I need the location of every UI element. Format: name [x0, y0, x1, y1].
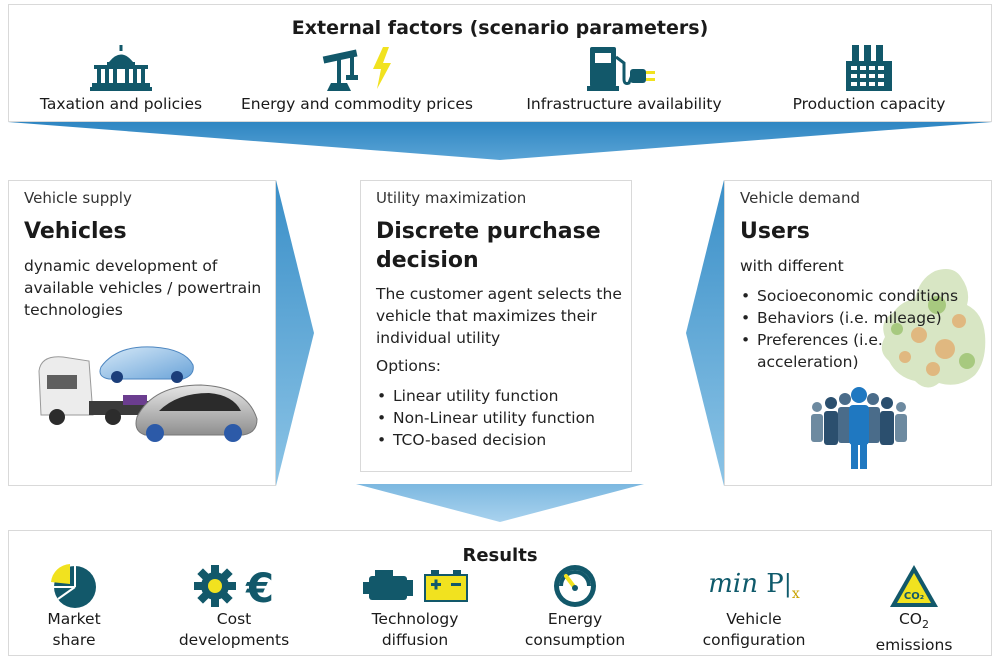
utility-category: Utility maximization	[376, 189, 527, 207]
result-label-line1: Market	[47, 610, 101, 628]
list-item: TCO-based decision	[371, 429, 626, 451]
results-title: Results	[462, 545, 538, 566]
fuel-pump-plug-icon	[519, 43, 729, 91]
result-label: Vehicle configuration	[689, 609, 819, 651]
demand-arrow	[686, 180, 724, 486]
result-label-line2: configuration	[702, 631, 806, 649]
gear-euro-icon: €	[169, 563, 299, 609]
result-label: Market share	[29, 609, 119, 651]
result-label: Technology diffusion	[345, 609, 485, 651]
result-energy-consumption: Energy consumption	[515, 563, 635, 651]
formula-sub: x	[791, 586, 800, 603]
list-item: Linear utility function	[371, 385, 626, 407]
result-co2-emissions: CO₂ CO2 emissions	[859, 563, 969, 656]
gauge-icon	[515, 563, 635, 609]
result-label-line2: share	[52, 631, 96, 649]
result-label-line2: diffusion	[381, 631, 449, 649]
demand-items-list: Socioeconomic conditions Behaviors (i.e.…	[735, 285, 980, 373]
result-cost-developments: € Cost developments	[169, 563, 299, 651]
result-technology-diffusion: Technology diffusion	[345, 563, 485, 651]
factor-label: Energy and commodity prices	[241, 95, 473, 113]
users-group-icon	[811, 387, 907, 469]
result-label-line1: Vehicle	[726, 610, 782, 628]
result-label-line1: Energy	[547, 610, 603, 628]
vehicles-illustration	[38, 346, 258, 442]
supply-category: Vehicle supply	[24, 189, 132, 207]
vehicle-demand-panel: Vehicle demand Users with different Soci…	[724, 180, 992, 486]
supply-title: Vehicles	[24, 219, 127, 244]
result-label: Energy consumption	[515, 609, 635, 651]
pie-chart-icon	[29, 563, 119, 609]
formula-p: P	[766, 569, 784, 600]
demand-intro: with different	[740, 257, 844, 275]
utility-maximization-panel: Utility maximization Discrete purchase d…	[360, 180, 632, 472]
engine-battery-icon	[345, 563, 485, 609]
factor-production: Production capacity	[779, 43, 959, 113]
factor-label: Infrastructure availability	[526, 95, 722, 113]
utility-options-label: Options:	[376, 357, 442, 375]
supply-arrow	[276, 180, 314, 486]
demand-category: Vehicle demand	[740, 189, 860, 207]
co2-subscript: 2	[922, 618, 930, 632]
co2-warning-icon: CO₂	[859, 563, 969, 609]
svg-text:€: €	[245, 566, 274, 608]
factor-taxation: Taxation and policies	[31, 43, 211, 113]
external-factors-title: External factors (scenario parameters)	[291, 17, 709, 39]
factor-infrastructure: Infrastructure availability	[519, 43, 729, 113]
factor-label: Taxation and policies	[39, 95, 203, 113]
external-funnel-arrow	[8, 122, 992, 160]
result-market-share: Market share	[29, 563, 119, 651]
supply-description: dynamic development of available vehicle…	[24, 257, 262, 319]
formula: min P|x	[708, 569, 800, 603]
decision-arrow	[356, 484, 644, 522]
utility-options-list: Linear utility function Non-Linear utili…	[371, 385, 626, 451]
demand-title: Users	[740, 219, 810, 244]
utility-title-line1: Discrete purchase	[376, 219, 601, 244]
vehicle-supply-panel: Vehicle supply Vehicles dynamic developm…	[8, 180, 276, 486]
results-panel: Results Market share	[8, 530, 992, 656]
utility-title: Discrete purchase decision	[376, 217, 601, 275]
list-item: Socioeconomic conditions	[735, 285, 980, 307]
list-item: Non-Linear utility function	[371, 407, 626, 429]
utility-title-line2: decision	[376, 248, 479, 273]
result-label-line2: developments	[178, 631, 290, 649]
factor-energy-prices: Energy and commodity prices	[237, 43, 477, 113]
capitol-building-icon	[31, 43, 211, 91]
formula-min: min	[708, 569, 758, 600]
list-item: Preferences (i.e. acceleration)	[735, 329, 980, 373]
factory-icon	[779, 43, 959, 91]
result-label-line1: Cost	[216, 610, 252, 628]
external-factors-panel: External factors (scenario parameters)	[8, 4, 992, 122]
result-vehicle-configuration: min P|x Vehicle configuration	[689, 563, 819, 651]
result-label-line2: emissions	[875, 636, 953, 655]
result-label-line1: CO2	[859, 609, 969, 635]
result-label: Cost developments	[169, 609, 299, 651]
oil-pump-lightning-icon	[237, 43, 477, 91]
co2-text: CO	[898, 610, 923, 628]
result-label: CO2 emissions	[859, 609, 969, 656]
factor-label: Production capacity	[792, 95, 946, 113]
co2-badge-text: CO₂	[904, 591, 924, 602]
min-formula-icon: min P|x	[689, 563, 819, 609]
utility-description: The customer agent selects the vehicle t…	[376, 285, 622, 347]
result-label-line2: consumption	[524, 631, 626, 649]
result-label-line1: Technology	[371, 610, 459, 628]
list-item: Behaviors (i.e. mileage)	[735, 307, 980, 329]
